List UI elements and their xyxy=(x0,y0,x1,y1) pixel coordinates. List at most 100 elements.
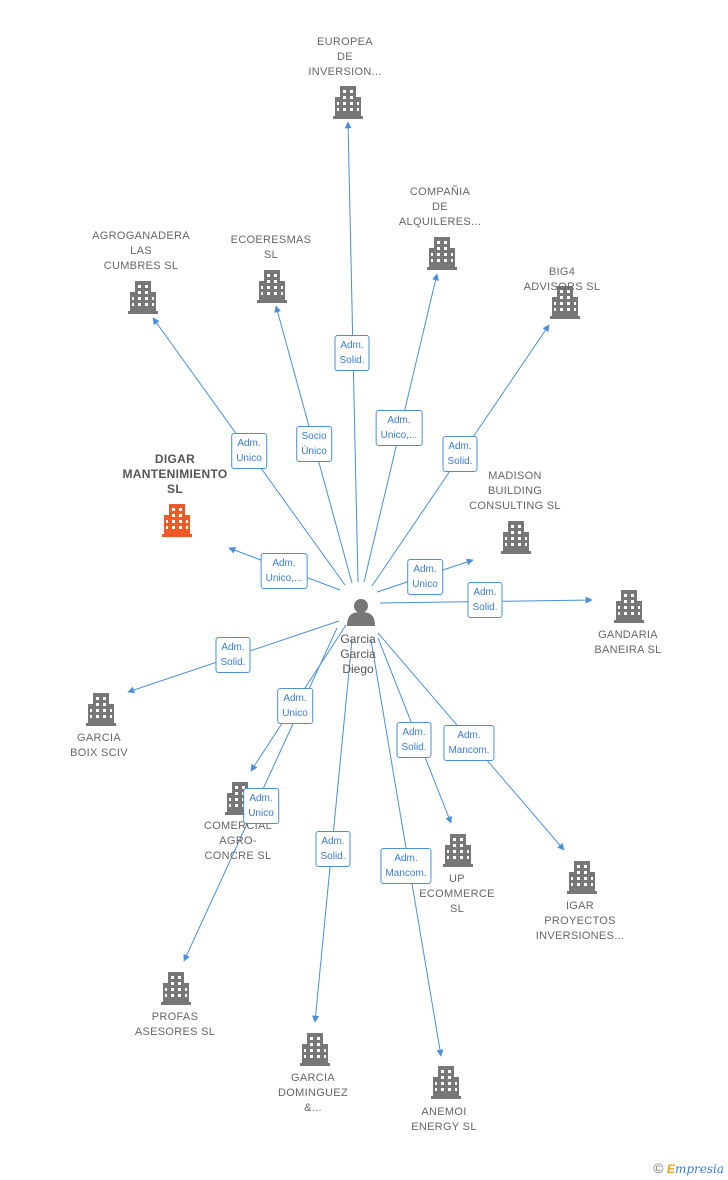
person-layer xyxy=(347,599,375,626)
relation-badge-line: Adm. xyxy=(394,853,418,864)
company-label-line: LAS xyxy=(130,245,152,257)
building-icon-up[interactable] xyxy=(443,834,473,867)
relation-badge-line: Adm. xyxy=(387,415,411,426)
company-label-line: GANDARIA xyxy=(598,629,658,641)
brand-logo-initial: E xyxy=(666,1162,675,1176)
company-label-line: BOIX SCIV xyxy=(70,747,128,759)
building-icon-igar[interactable] xyxy=(567,861,597,894)
company-label-line: ENERGY SL xyxy=(411,1121,477,1133)
relation-badge-big4[interactable]: Adm.Solid. xyxy=(442,436,478,472)
relation-badge-line: Adm. xyxy=(283,693,307,704)
company-label-line: BIG4 xyxy=(548,266,576,278)
relation-badge-line: Adm. xyxy=(237,438,261,449)
relation-badge-up[interactable]: Adm. Solid. xyxy=(396,722,432,758)
company-label-line: DIGAR xyxy=(154,452,196,466)
company-label-line: DOMINGUEZ xyxy=(278,1087,348,1099)
relation-badge-digar[interactable]: Adm.Unico,... xyxy=(260,553,308,589)
relation-badge-line: Adm. xyxy=(249,793,273,804)
relation-badge-line: Solid. xyxy=(339,355,365,366)
person-name-line: Garcia xyxy=(340,632,376,646)
relation-badge-anemoi[interactable]: Adm. Mancom. xyxy=(380,848,432,884)
company-label-garciaboix[interactable]: GARCIA BOIX SCIV xyxy=(70,731,128,761)
relation-badge-compania[interactable]: Adm. Unico,... xyxy=(375,410,423,446)
relation-badge-line: Adm. xyxy=(340,340,364,351)
relation-badge-igar[interactable]: Adm.Mancom. xyxy=(443,725,495,761)
relation-badge-madison[interactable]: Adm. Unico xyxy=(407,559,443,595)
relation-badge-gandaria[interactable]: Adm.Solid. xyxy=(467,582,503,618)
company-label-line: SL xyxy=(449,903,465,915)
building-icon-anemoi[interactable] xyxy=(431,1066,461,1099)
building-icon-gandaria[interactable] xyxy=(614,590,644,623)
relation-badge-line: Solid. xyxy=(401,742,427,753)
building-icon-madison[interactable] xyxy=(501,521,531,554)
relation-badge-line: Adm. xyxy=(221,642,245,653)
building-icon-europea[interactable] xyxy=(333,86,363,119)
company-label-gandaria[interactable]: GANDARIA BANEIRA SL xyxy=(594,628,661,658)
relation-badge-profas[interactable]: Adm. Unico xyxy=(243,788,279,824)
company-label-line: ECOERESMAS xyxy=(230,234,312,246)
company-label-line: BANEIRA SL xyxy=(594,644,662,656)
company-label-line: GARCIA xyxy=(291,1072,335,1084)
relation-badge-line: Unico xyxy=(236,453,262,464)
relation-badge-line: Unico,... xyxy=(380,430,418,441)
building-icon-garciaboix[interactable] xyxy=(86,693,116,726)
company-label-line: BUILDING xyxy=(487,485,543,497)
company-label-line: PROYECTOS xyxy=(544,915,616,927)
relation-badge-line: Adm. xyxy=(402,727,426,738)
relation-badge-line: Adm. xyxy=(321,836,345,847)
relation-badge-garciaboix[interactable]: Adm.Solid. xyxy=(215,637,251,673)
relation-badge-agroganadera[interactable]: Adm. Unico xyxy=(231,433,267,469)
relation-badge-europea[interactable]: Adm. Solid. xyxy=(334,335,370,371)
relation-badge-line: Unico xyxy=(248,808,274,819)
relation-badge-line: Unico xyxy=(412,579,438,590)
company-label-line: ECOMMERCE xyxy=(419,888,495,900)
building-icon-compania[interactable] xyxy=(427,237,457,270)
relation-badge-line: Unico xyxy=(282,708,308,719)
building-icon-ecoeresmas[interactable] xyxy=(257,270,287,303)
company-label-line: MANTENIMIENTO xyxy=(122,467,228,481)
relation-badge-line: Adm. xyxy=(473,587,497,598)
company-label-line: DE xyxy=(337,51,353,63)
company-label-ecoeresmas[interactable]: ECOERESMAS SL xyxy=(231,233,312,263)
company-label-line: SL xyxy=(263,249,279,261)
relation-badge-line: Unico,... xyxy=(265,573,303,584)
person-icon[interactable] xyxy=(347,599,375,626)
relation-badge-line: Adm. xyxy=(413,564,437,575)
company-label-line: &... xyxy=(304,1102,322,1114)
copyright-symbol: © xyxy=(653,1160,664,1176)
relation-badge-line: Solid. xyxy=(320,851,346,862)
company-label-line: GARCIA xyxy=(77,732,121,744)
company-label-line: PROFAS xyxy=(151,1011,199,1023)
building-icon-agroganadera[interactable] xyxy=(128,281,158,314)
relation-badge-line: Socio xyxy=(301,431,327,442)
relation-badge-comercial[interactable]: Adm. Unico xyxy=(277,688,313,724)
person-name[interactable]: Garcia Garcia Diego xyxy=(340,632,375,677)
relation-badge-line: Mancom. xyxy=(385,868,427,879)
relation-badge-line: Único xyxy=(301,446,327,457)
company-label-line: AGRO- xyxy=(219,835,257,847)
company-label-line: EUROPEA xyxy=(317,36,373,48)
brand-name: mpresia xyxy=(674,1162,724,1176)
relation-badge-garciadominguez[interactable]: Adm. Solid. xyxy=(315,831,351,867)
company-label-line: SL xyxy=(167,482,183,496)
company-label-garciadominguez[interactable]: GARCIA DOMINGUEZ &... xyxy=(278,1071,348,1116)
building-icon-profas[interactable] xyxy=(161,972,191,1005)
building-icon-garciadominguez[interactable] xyxy=(300,1033,330,1066)
relation-badge-line: Adm. xyxy=(448,441,472,452)
relation-badge-line: Mancom. xyxy=(448,745,490,756)
building-icon-digar[interactable] xyxy=(162,504,192,537)
company-label-line: ADVISORS SL xyxy=(523,281,601,293)
